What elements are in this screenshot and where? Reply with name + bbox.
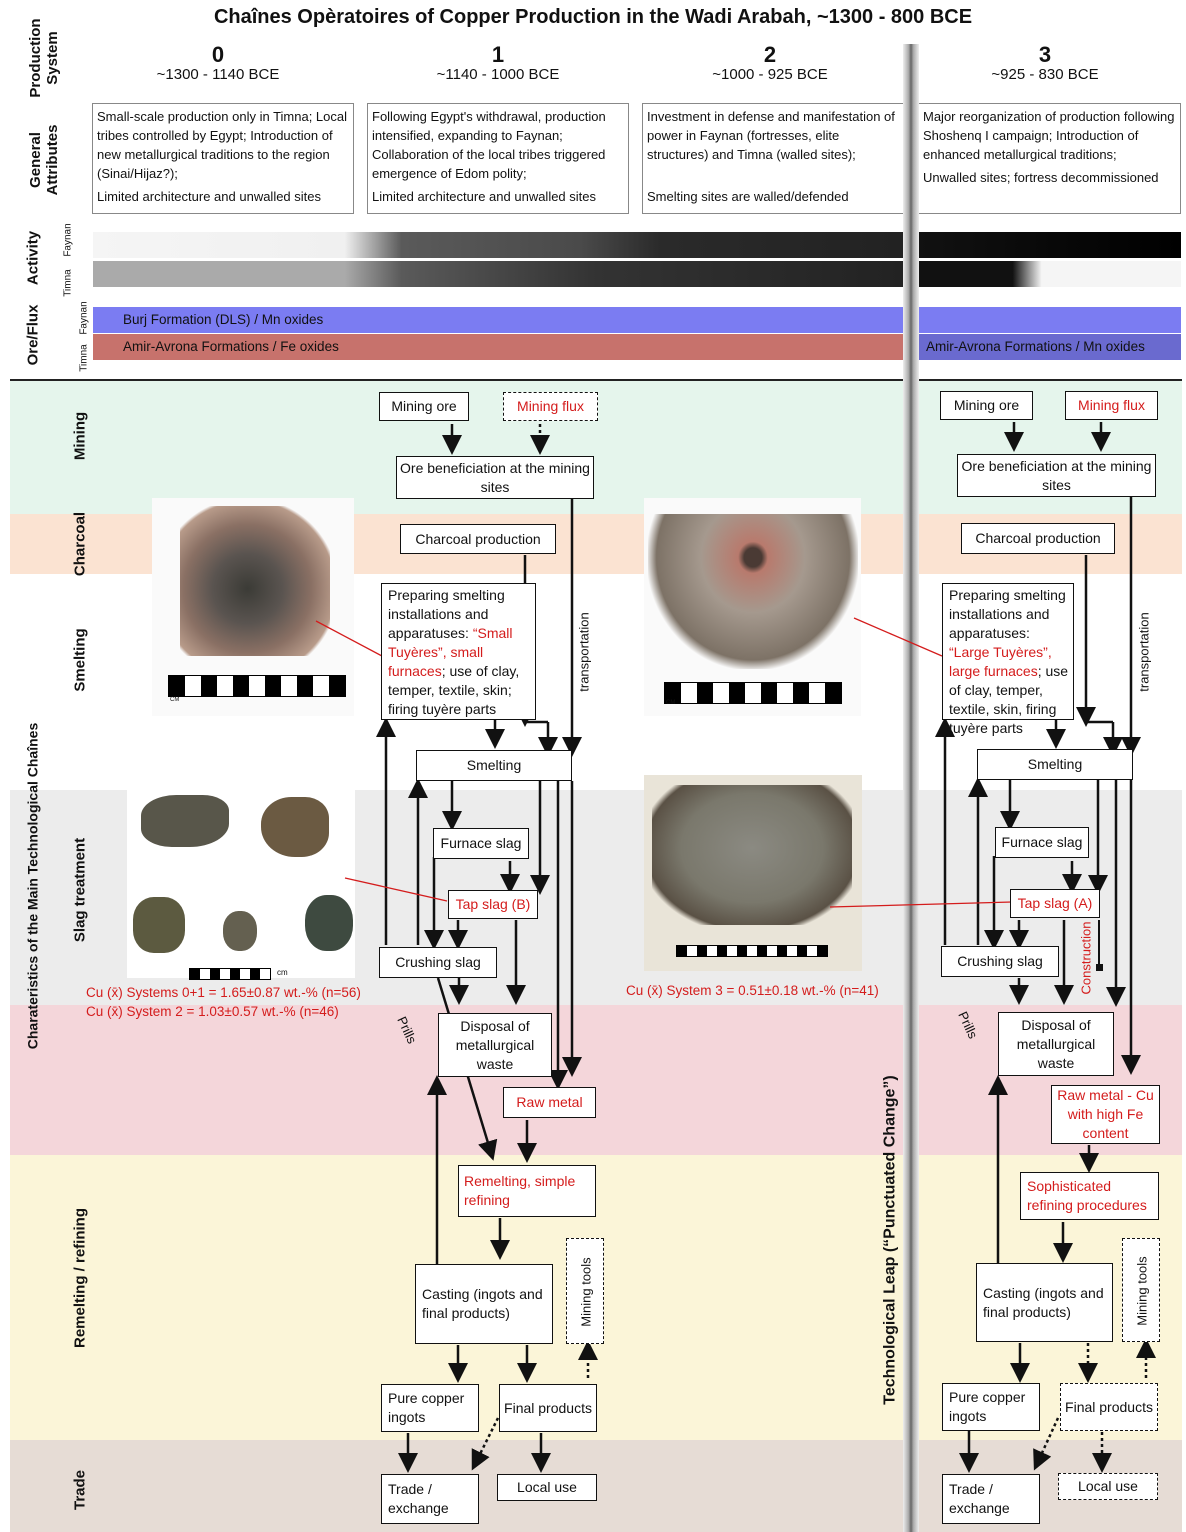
right-charcoal-production: Charcoal production — [961, 523, 1115, 554]
system-2-date: ~1000 - 925 BCE — [712, 66, 828, 83]
furnace-fragment-image — [180, 506, 330, 656]
system-1-attributes: Following Egypt's withdrawal, production… — [367, 103, 629, 214]
slag-piece-2 — [261, 797, 329, 857]
photo-scale-bar-2 — [664, 682, 842, 704]
system-2-attributes: Investment in defense and manifestation … — [642, 103, 904, 214]
left-mining-flux: Mining flux — [503, 392, 598, 421]
left-final-products: Final products — [499, 1384, 597, 1432]
right-raw-metal: Raw metal - Cu with high Fe content — [1051, 1085, 1160, 1144]
photo-large-furnace: CM — [644, 498, 861, 716]
left-tap-slag-b: Tap slag (B) — [448, 890, 538, 919]
left-furnace-slag: Furnace slag — [433, 828, 529, 859]
left-trade-exchange: Trade / exchange — [381, 1474, 479, 1524]
right-final-products: Final products — [1060, 1383, 1158, 1431]
photo-tap-slag-a — [644, 775, 862, 971]
activity-timna-bar — [93, 261, 905, 287]
slag-piece-3 — [133, 897, 185, 953]
photo-cm-label: CM — [170, 697, 180, 703]
header-separator — [10, 379, 1182, 381]
left-casting: Casting (ingots and final products) — [415, 1264, 553, 1344]
large-furnace-image — [648, 514, 858, 669]
right-tap-slag-a: Tap slag (A) — [1010, 889, 1100, 918]
left-remelting: Remelting, simple refining — [458, 1165, 596, 1217]
system-1-number: 1 — [491, 42, 505, 67]
left-preparing-smelting: Preparing smelting installations and app… — [381, 583, 536, 720]
photo-cm-label-3: cm — [277, 968, 288, 977]
left-mining-ore: Mining ore — [379, 392, 469, 421]
right-refining: Sophisticated refining procedures — [1020, 1172, 1159, 1220]
flux-timna-bar-3: Amir-Avrona Formations / Mn oxides — [918, 334, 1181, 360]
left-raw-metal: Raw metal — [503, 1087, 596, 1118]
left-charcoal-production: Charcoal production — [400, 524, 556, 554]
right-mining-flux: Mining flux — [1065, 391, 1158, 420]
system-1-date: ~1140 - 1000 BCE — [436, 66, 560, 83]
system-0-number: 0 — [211, 42, 225, 67]
disposal-band — [10, 1005, 1182, 1155]
right-transportation-label: transportation — [1136, 612, 1152, 692]
right-mining-tools: Mining tools — [1122, 1238, 1160, 1342]
right-pure-copper-ingots: Pure copper ingots — [942, 1383, 1040, 1431]
right-casting: Casting (ingots and final products) — [976, 1263, 1113, 1342]
right-ore-beneficiation: Ore beneficiation at the mining sites — [957, 454, 1156, 497]
right-trade-exchange: Trade / exchange — [942, 1474, 1040, 1524]
cu-value-system-3: Cu (x̄) System 3 = 0.51±0.18 wt.-% (n=41… — [626, 983, 879, 998]
photo-tap-slag-b: cm — [127, 775, 355, 980]
right-mining-ore: Mining ore — [940, 391, 1033, 420]
left-transportation-label: transportation — [576, 612, 592, 692]
cu-value-system-2: Cu (x̄) System 2 = 1.03±0.57 wt.-% (n=46… — [86, 1004, 339, 1019]
system-2-number: 2 — [763, 42, 777, 67]
left-mining-tools: Mining tools — [566, 1238, 604, 1344]
system-3-attributes: Major reorganization of production follo… — [918, 103, 1181, 214]
activity-faynan-bar — [93, 232, 905, 258]
system-0-attributes: Small-scale production only in Timna; Lo… — [92, 103, 354, 214]
right-smelting: Smelting — [977, 749, 1133, 780]
right-preparing-smelting: Preparing smelting installations and app… — [942, 583, 1074, 736]
tap-slag-a-image — [652, 785, 852, 925]
photo-scale-bar — [168, 675, 346, 697]
slag-piece-4 — [223, 911, 257, 951]
right-construction-label: Construction — [1078, 921, 1094, 995]
flux-faynan-bar: Burj Formation (DLS) / Mn oxides — [93, 307, 905, 333]
right-crushing-slag: Crushing slag — [941, 946, 1059, 977]
flux-faynan-bar-3 — [918, 307, 1181, 333]
activity-timna-bar-3 — [918, 261, 1181, 287]
page-title: Chaînes Opèratoires of Copper Production… — [213, 6, 973, 28]
photo-cm-label-2: CM — [666, 700, 676, 706]
right-local-use: Local use — [1058, 1473, 1158, 1500]
system-3-date: ~925 - 830 BCE — [991, 66, 1099, 83]
slag-piece-5 — [305, 895, 353, 951]
left-smelting: Smelting — [416, 750, 572, 781]
cu-value-systems-0-1: Cu (x̄) Systems 0+1 = 1.65±0.87 wt.-% (n… — [86, 985, 361, 1000]
left-crushing-slag: Crushing slag — [379, 947, 497, 978]
right-furnace-slag: Furnace slag — [995, 827, 1089, 858]
flux-timna-bar: Amir-Avrona Formations / Fe oxides — [93, 334, 905, 360]
photo-small-furnace: CM — [152, 498, 354, 716]
photo-scale-bar-4 — [676, 945, 828, 957]
left-ore-beneficiation: Ore beneficiation at the mining sites — [396, 456, 594, 499]
slag-piece-1 — [141, 795, 229, 847]
left-local-use: Local use — [497, 1474, 597, 1501]
left-disposal: Disposal of metallurgical waste — [438, 1013, 552, 1077]
system-3-number: 3 — [1038, 42, 1052, 67]
right-disposal: Disposal of metallurgical waste — [998, 1012, 1114, 1076]
activity-faynan-bar-3 — [918, 232, 1181, 258]
left-pure-copper-ingots: Pure copper ingots — [381, 1384, 479, 1432]
system-0-date: ~1300 - 1140 BCE — [156, 66, 280, 83]
technological-leap-divider — [903, 44, 919, 1532]
photo-scale-bar-3 — [189, 968, 271, 980]
